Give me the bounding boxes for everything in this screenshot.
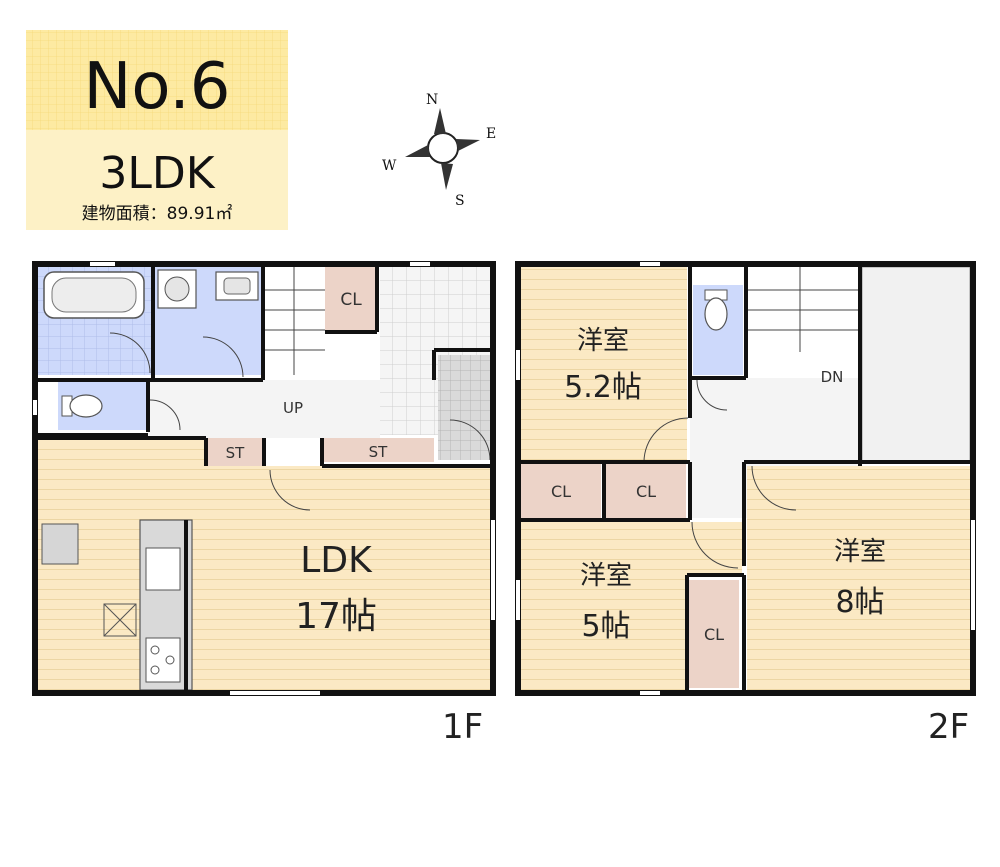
entrance-floor xyxy=(438,355,490,460)
title-block: No.6 3LDK 建物面積：89.91㎡ xyxy=(26,30,288,230)
closet-2f-a xyxy=(521,462,601,518)
title-background xyxy=(26,30,288,130)
ldk-name: LDK xyxy=(300,540,373,581)
title-background-lower xyxy=(26,130,288,230)
up-label: UP xyxy=(283,399,303,417)
refrigerator-icon xyxy=(41,523,79,565)
compass-icon: N E S W xyxy=(382,92,496,209)
ldk-size: 17帖 xyxy=(295,596,377,637)
layout-type: 3LDK xyxy=(99,148,215,199)
compass-east: E xyxy=(486,126,496,142)
floor-2-label: 2F xyxy=(928,707,969,747)
floor-hatch-icon xyxy=(103,603,137,637)
closet-b-label: CL xyxy=(636,482,656,501)
room-b-name: 洋室 xyxy=(580,561,632,591)
room-c-size: 8帖 xyxy=(835,585,884,620)
closet-2f-c xyxy=(689,580,739,688)
storage-left xyxy=(206,438,264,466)
storage-left-label: ST xyxy=(226,444,246,462)
room-c-name: 洋室 xyxy=(834,537,886,567)
room-b-size: 5帖 xyxy=(581,609,630,644)
hallway-1f xyxy=(148,380,380,438)
floor-1-label: 1F xyxy=(442,707,483,747)
ldk-room xyxy=(38,466,490,690)
floor-2-plan: 洋室 5.2帖 DN CL CL 洋室 5帖 CL xyxy=(515,261,976,747)
room-a-name: 洋室 xyxy=(577,326,629,356)
floor-1-plan: CL UP ST ST LDK 17帖 xyxy=(32,261,496,747)
sink-icon xyxy=(145,547,181,591)
closet-a-label: CL xyxy=(551,482,571,501)
stove-icon xyxy=(145,637,181,683)
western-room-a xyxy=(521,267,687,462)
compass-south: S xyxy=(455,193,465,209)
compass-west: W xyxy=(382,158,397,174)
closet-c-label: CL xyxy=(704,625,724,644)
storage-right xyxy=(322,438,434,462)
balcony xyxy=(861,266,971,463)
floor-area: 建物面積：89.91㎡ xyxy=(82,204,233,224)
dn-label: DN xyxy=(821,368,844,386)
plan-number: No.6 xyxy=(84,50,231,124)
room-a-size: 5.2帖 xyxy=(564,370,642,405)
closet-1f-label: CL xyxy=(340,290,362,310)
toilet-icon xyxy=(61,394,103,418)
toilet-icon-2f xyxy=(704,289,728,331)
western-room-c xyxy=(747,466,970,690)
storage-right-label: ST xyxy=(369,443,389,461)
western-room-b xyxy=(521,522,687,690)
closet-1f xyxy=(325,267,377,332)
compass-north: N xyxy=(426,92,438,108)
closet-2f-b xyxy=(606,462,686,518)
